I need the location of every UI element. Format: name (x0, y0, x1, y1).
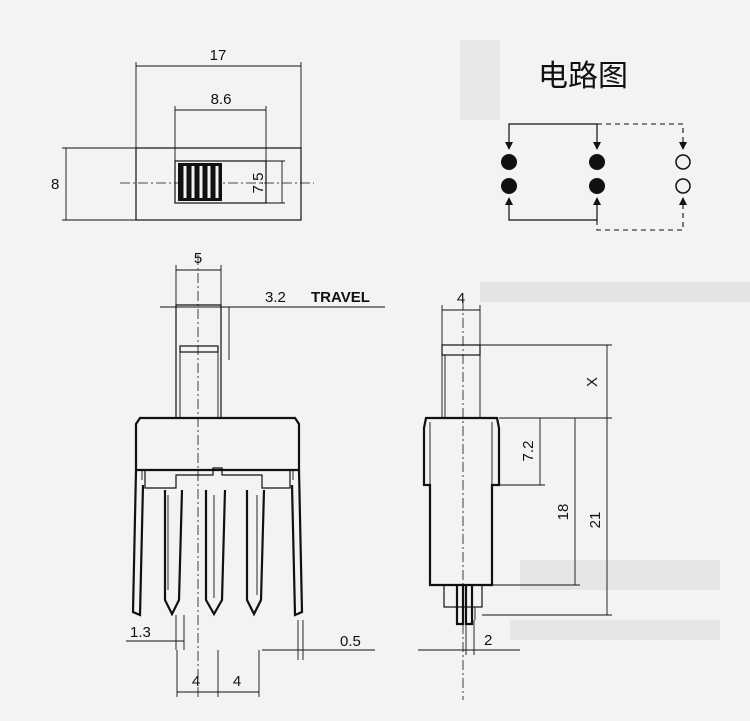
terminal-pin-middle (204, 489, 227, 617)
dim-4-side: 4 (457, 290, 465, 307)
terminal-pin-left (163, 489, 184, 617)
dim-18: 18 (555, 504, 572, 521)
circuit-diagram (501, 123, 691, 231)
contact-filled (589, 154, 605, 170)
dim-x: X (584, 377, 601, 387)
top-body-outline (135, 147, 302, 221)
dim-8-6: 8.6 (211, 91, 232, 108)
front-view (126, 255, 385, 700)
dim-17: 17 (210, 47, 227, 64)
dim-1-3: 1.3 (130, 624, 151, 641)
front-housing (134, 416, 301, 472)
side-view (418, 300, 612, 700)
mount-leg-left (131, 469, 145, 617)
terminal-pin-right (245, 489, 266, 617)
dim-8: 8 (51, 176, 59, 193)
contact-open (675, 178, 691, 194)
top-view (62, 62, 314, 221)
dim-4-right: 4 (233, 673, 241, 690)
contact-filled (589, 178, 605, 194)
contact-open (675, 154, 691, 170)
side-housing (422, 416, 501, 587)
contact-filled (501, 154, 517, 170)
contact-filled (501, 178, 517, 194)
dim-5: 5 (194, 250, 202, 267)
top-slider-window (174, 160, 267, 204)
dim-4-left: 4 (192, 673, 200, 690)
dim-7-5: 7.5 (250, 173, 267, 194)
dim-3-2: 3.2 (265, 289, 286, 306)
dim-21: 21 (587, 512, 604, 529)
background-bleed (460, 40, 750, 640)
dim-2: 2 (484, 632, 492, 649)
mount-leg-right (290, 469, 304, 617)
dim-0-5: 0.5 (340, 633, 361, 650)
travel-label: TRAVEL (311, 289, 370, 306)
dim-7-2: 7.2 (520, 441, 537, 462)
circuit-title: 电路图 (538, 59, 628, 94)
